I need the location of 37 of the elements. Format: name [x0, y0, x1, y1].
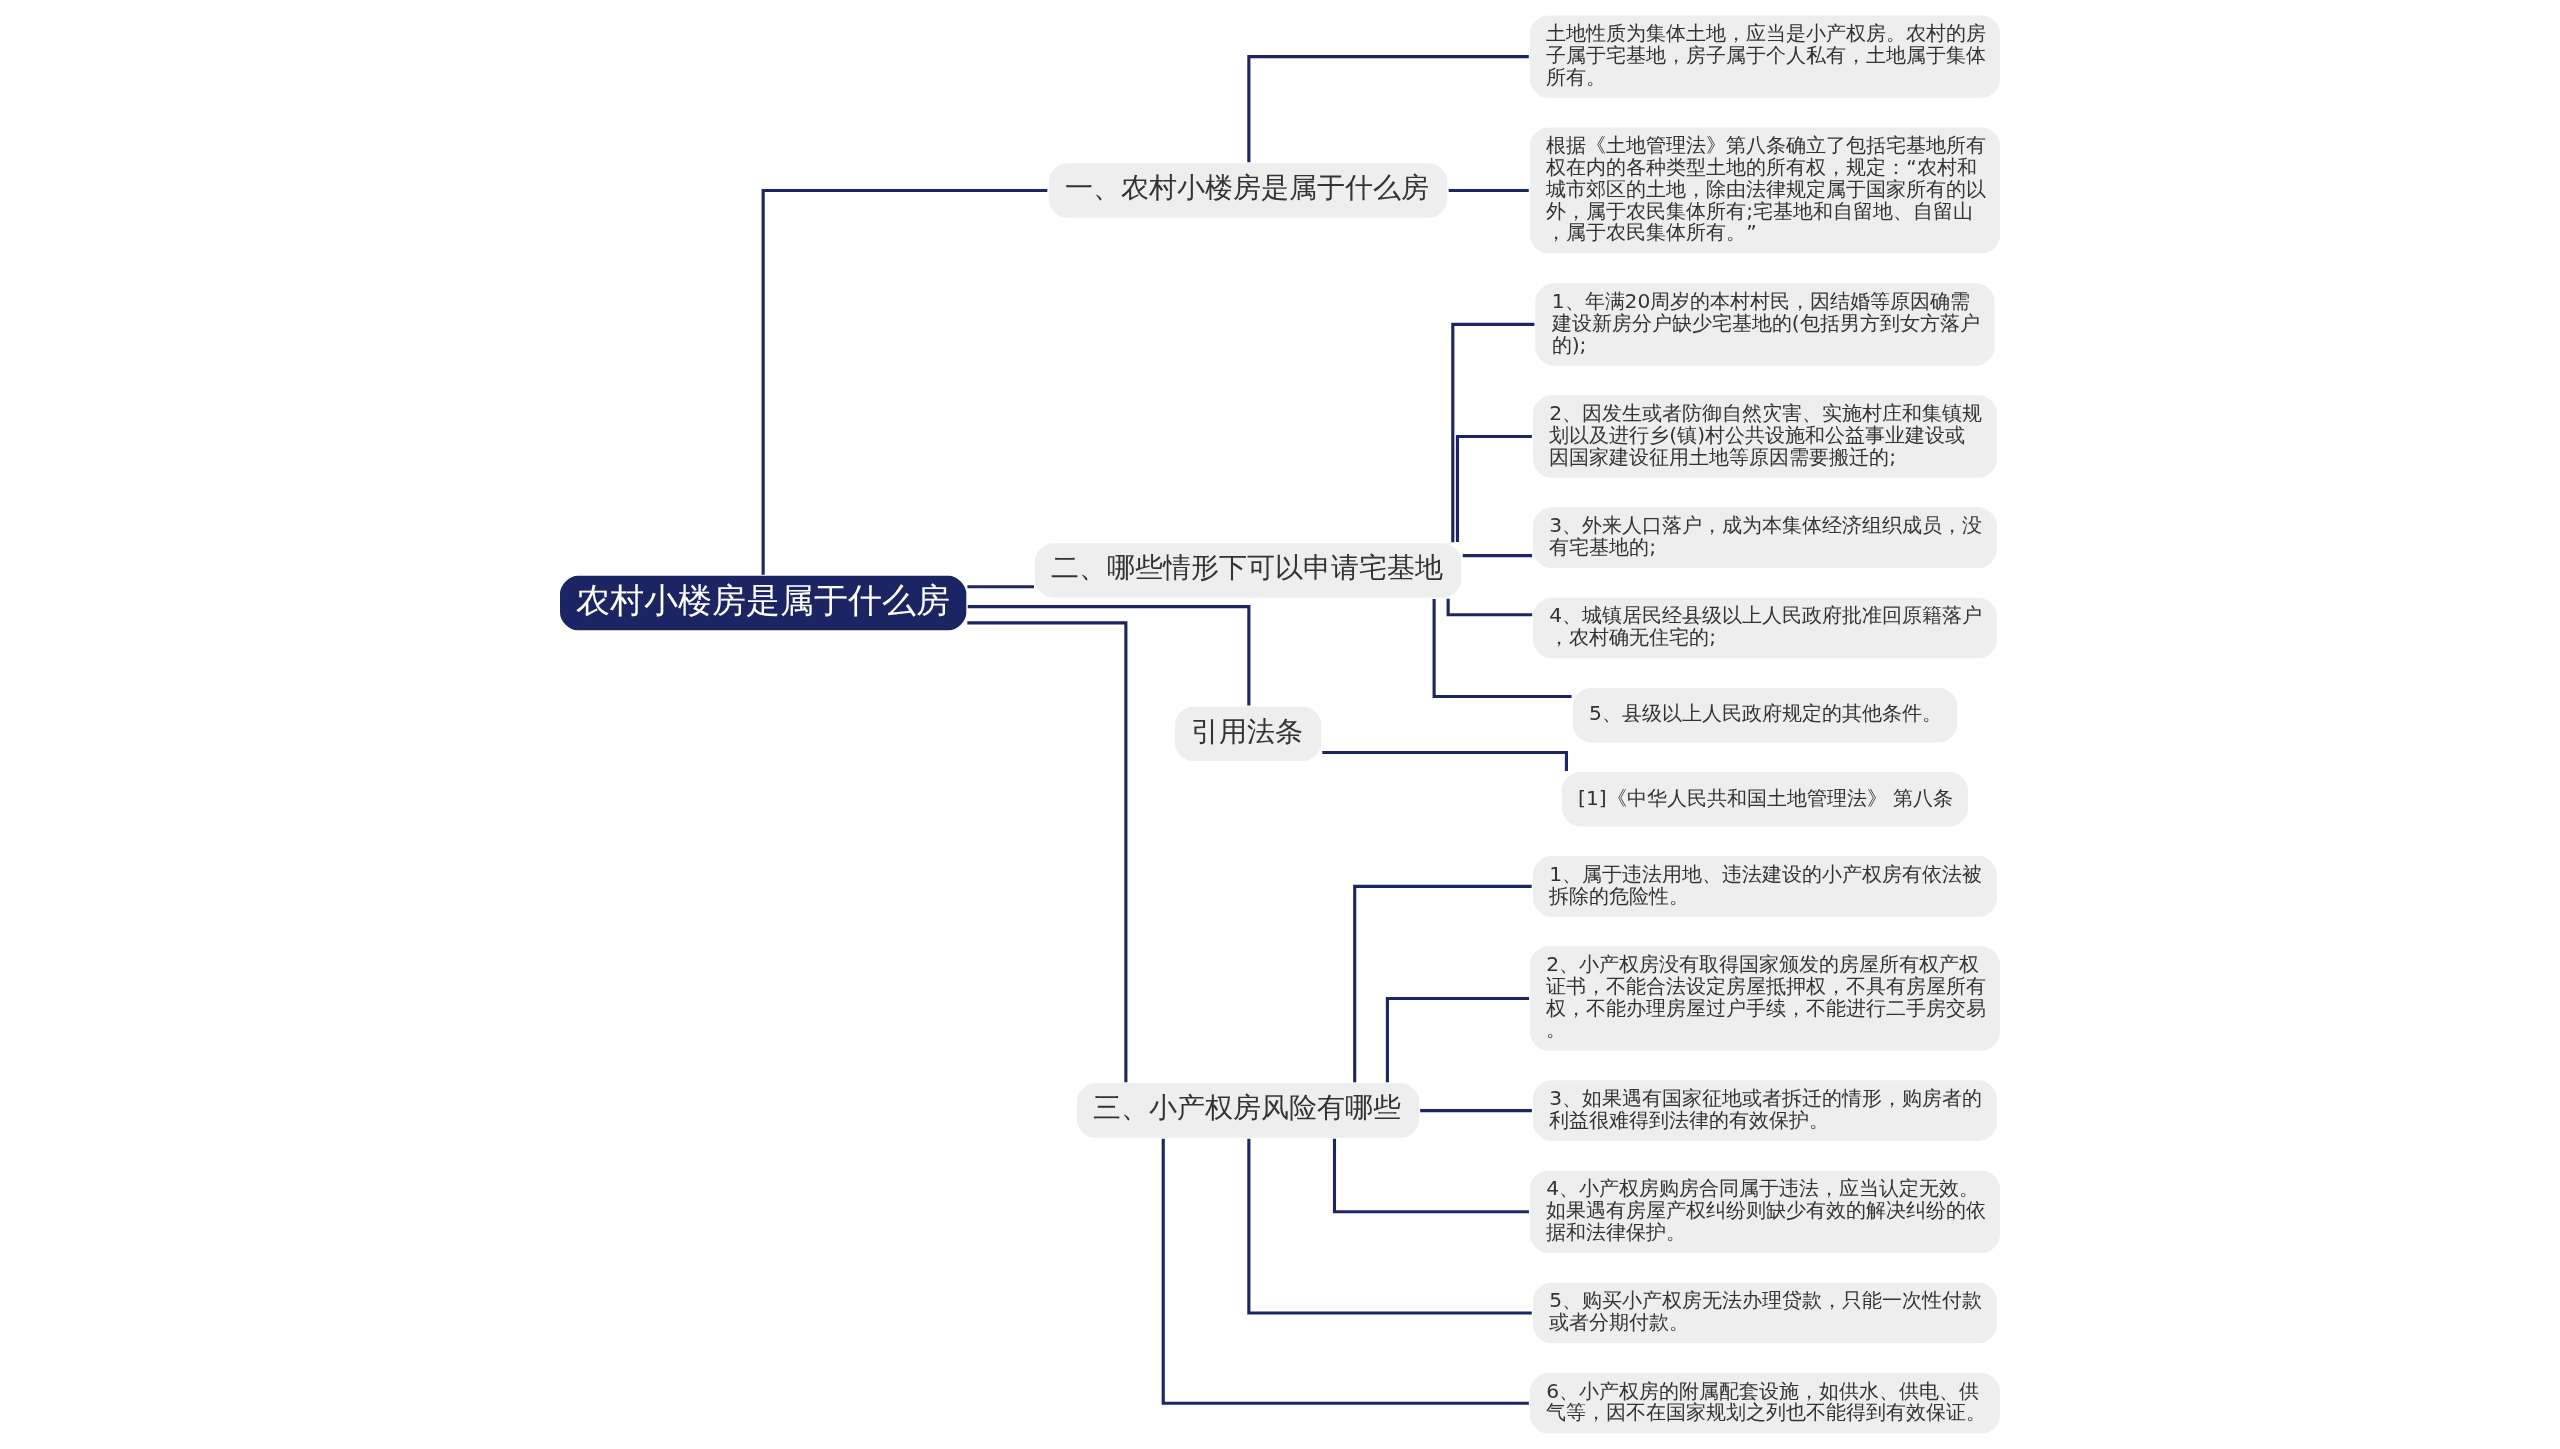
node-box: 6、小产权房的附属配套设施，如供水、供电、供气等，因不在国家规划之列也不能得到有效保证。 — [1528, 1371, 2002, 1436]
connector — [1446, 598, 1533, 617]
node-box: 根据《土地管理法》第八条确立了包括宅基地所有权在内的各种类型土地的所有权，规定：“农村和城市郊区的土地，除由法律规定属于国家所有的以外，属于农民集体所有;宅基地和自留地、自留山，属于农民集体所有。” — [1528, 125, 2002, 256]
node-box: 农村小楼房是属于什么房 — [558, 574, 968, 632]
connector — [1161, 1138, 1529, 1405]
node-box: 三、小产权房风险有哪些 — [1075, 1081, 1421, 1140]
connector — [1455, 434, 1532, 542]
connector — [1353, 884, 1532, 1083]
connector — [1247, 55, 1529, 163]
connector — [1247, 1138, 1532, 1315]
connector — [1432, 599, 1572, 699]
node-box: 4、城镇居民经县级以上人民政府批准回原籍落户，农村确无住宅的; — [1531, 596, 1999, 660]
connector — [967, 605, 1251, 706]
node-box: 4、小产权房购房合同属于违法，应当认定无效。如果遇有房屋产权纠纷则缺少有效的解决纠纷的依据和法律保护。 — [1528, 1168, 2002, 1255]
connector — [1332, 1138, 1529, 1214]
node-box: 1、属于违法用地、违法建设的小产权房有依法被拆除的危险性。 — [1531, 854, 1999, 919]
node-box: 二、哪些情形下可以申请宅基地 — [1033, 541, 1463, 600]
node-box: [1]《中华人民共和国土地管理法》 第八条 — [1560, 770, 1970, 829]
connector — [1462, 554, 1533, 558]
node-box: 5、县级以上人民政府规定的其他条件。 — [1571, 686, 1959, 744]
node-box: 3、外来人口落户，成为本集体经济组织成员，没有宅基地的; — [1531, 505, 1999, 570]
connector — [1322, 750, 1568, 771]
node-box: 引用法条 — [1173, 705, 1323, 763]
connector — [1420, 1109, 1532, 1113]
connector — [967, 621, 1128, 1083]
node-box: 土地性质为集体土地，应当是小产权房。农村的房子属于宅基地，房子属于个人私有，土地属于集体所有。 — [1528, 13, 2002, 100]
node-box: 3、如果遇有国家征地或者拆迁的情形，购房者的利益很难得到法律的有效保护。 — [1531, 1078, 1999, 1143]
connector — [967, 585, 1034, 589]
connector — [761, 189, 1048, 575]
node-box: 一、农村小楼房是属于什么房 — [1047, 161, 1449, 220]
node-box: 2、因发生或者防御自然灾害、实施村庄和集镇规划以及进行乡(镇)村公共设施和公益事业建设或因国家建设征用土地等原因需要搬迁的; — [1531, 393, 1999, 480]
node-box: 5、购买小产权房无法办理贷款，只能一次性付款或者分期付款。 — [1531, 1281, 1999, 1345]
node-box: 1、年满20周岁的本村村民，因结婚等原因确需建设新房分户缺少宅基地的(包括男方到女方落户的); — [1533, 281, 1997, 368]
connector — [1448, 189, 1529, 193]
connector — [1451, 322, 1535, 543]
connector — [1385, 996, 1530, 1083]
node-box: 2、小产权房没有取得国家颁发的房屋所有权产权证书，不能合法设定房屋抵押权，不具有房屋所有权，不能办理房屋过户手续，不能进行二手房交易。 — [1528, 944, 2002, 1053]
